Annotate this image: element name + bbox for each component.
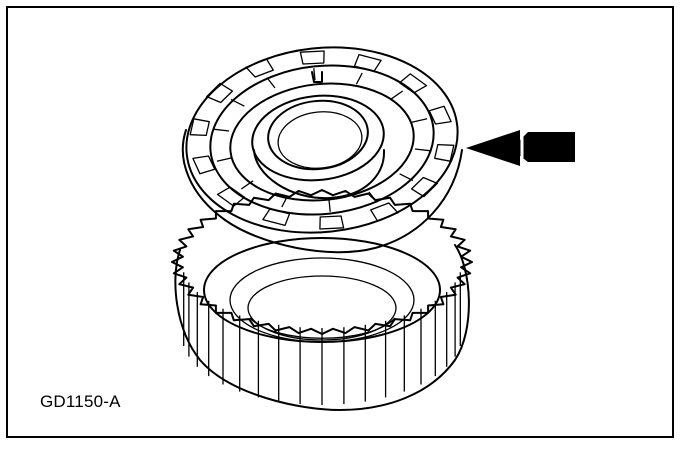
washer-tab [281,195,289,208]
washer-slot [319,215,345,230]
washer-slot [434,143,455,162]
thrust-washer [181,46,463,254]
washer-slot [206,82,234,104]
drum-spline-grooves [183,272,461,405]
washer-slot [216,186,246,207]
figure-caption: GD1150-A [40,392,121,411]
washer-tab [313,68,316,81]
washer-slot [262,208,291,227]
washer-tab [266,77,276,89]
washer-tab [240,180,254,190]
washer-slot [428,105,452,125]
drum-spline-rim [171,189,473,335]
washer-tab [368,191,378,203]
washer-hub [251,94,385,182]
washer-slot [189,118,210,137]
washer-tab [411,118,428,123]
washer-slot [398,73,428,94]
washer-slot [410,176,438,198]
washer-tab [390,90,404,100]
washer-slot [299,50,325,65]
washer-tab [230,98,245,107]
washer-slot [192,155,216,175]
washer-bore [267,99,369,171]
washer-radial-slots [189,50,455,230]
clutch-drum [171,189,473,411]
washer-outer-edge [185,46,459,234]
washer-tab [355,72,363,85]
figure-frame [6,6,674,438]
washer-tab [213,128,230,132]
washer-slot [353,53,382,72]
washer-tab [328,199,331,212]
washer-slot [370,202,399,222]
callout-arrow-icon [466,130,575,166]
washer-tab [216,157,233,162]
washer-tab [399,173,414,182]
washer-slot [245,58,274,78]
washer-tab [414,148,431,152]
